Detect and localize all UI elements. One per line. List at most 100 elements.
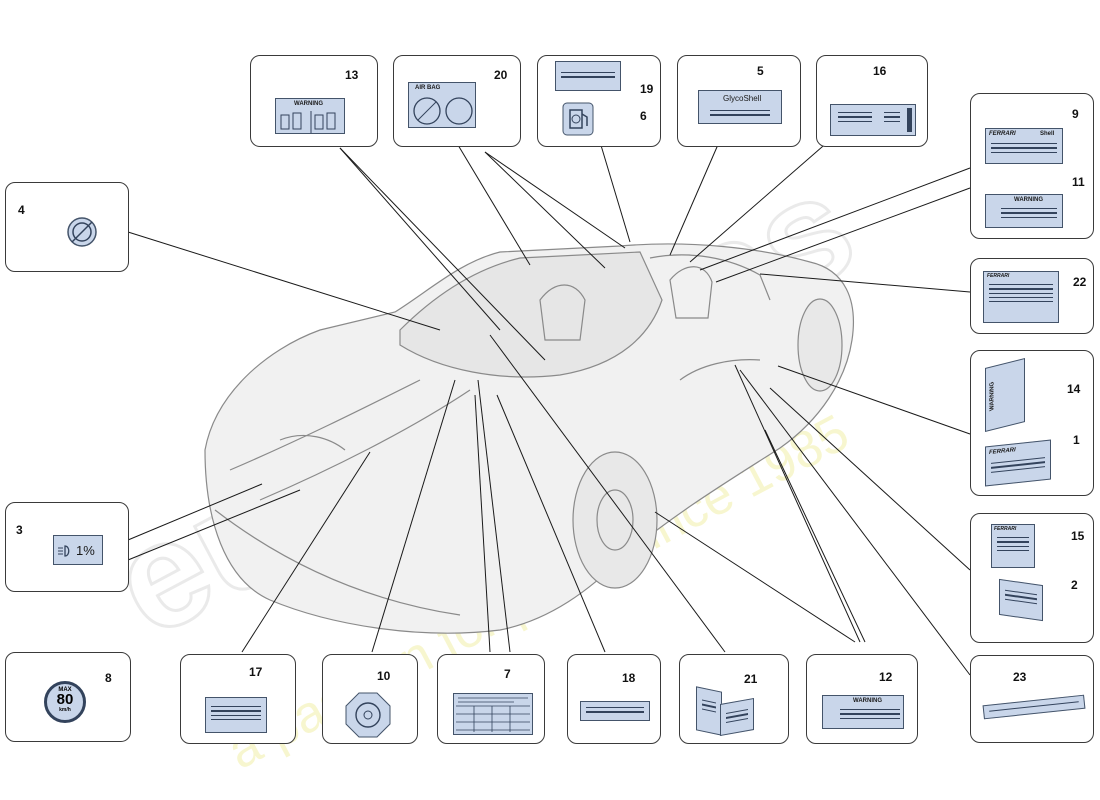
part-box-10[interactable]: 10 bbox=[322, 654, 418, 744]
airbag-text: AIR BAG bbox=[415, 85, 441, 91]
leader-18 bbox=[496, 394, 606, 653]
label-19 bbox=[555, 61, 621, 91]
leader-22 bbox=[759, 273, 971, 293]
callout-16: 16 bbox=[873, 64, 887, 78]
leader-lines bbox=[127, 139, 971, 676]
car-headlight bbox=[279, 434, 346, 451]
shell-text: Shell bbox=[1040, 131, 1055, 137]
part-box-4[interactable]: 4 bbox=[5, 182, 129, 272]
callout-9: 9 bbox=[1072, 107, 1079, 121]
warning-text-11: WARNING bbox=[1014, 197, 1043, 203]
leader-17 bbox=[241, 451, 371, 653]
part-box-20[interactable]: 20 AIR BAG bbox=[393, 55, 521, 147]
part-box-17[interactable]: 17 bbox=[180, 654, 296, 744]
airbag-child-seat-icon bbox=[413, 97, 473, 125]
leader-4 bbox=[127, 231, 441, 331]
car-drawing bbox=[204, 243, 854, 634]
part-box-13[interactable]: 13 WARNING bbox=[250, 55, 378, 147]
ferrari-logo-text-22: FERRARI bbox=[987, 273, 1010, 279]
leader-12c bbox=[734, 364, 861, 643]
leader-1 bbox=[777, 365, 971, 435]
speed-max-text: MAX bbox=[58, 687, 72, 693]
leader-3 bbox=[127, 483, 263, 541]
label-21b bbox=[720, 698, 754, 736]
part-box-9-11[interactable]: 9 11 FERRARI Shell WARNING bbox=[970, 93, 1094, 239]
airbag-label-20: AIR BAG bbox=[408, 82, 476, 128]
fuel-pump-icon bbox=[562, 102, 594, 136]
part-box-16[interactable]: 16 bbox=[816, 55, 928, 147]
leader-7b bbox=[474, 394, 491, 653]
leader-3b bbox=[127, 489, 301, 561]
callout-6: 6 bbox=[640, 109, 647, 123]
speed-value-text: 80 bbox=[56, 691, 74, 708]
leader-5 bbox=[669, 139, 721, 256]
leader-12 bbox=[764, 429, 866, 643]
leader-12b bbox=[654, 511, 856, 643]
label-16 bbox=[830, 104, 916, 136]
car-rear-wheel bbox=[797, 298, 843, 392]
callout-22: 22 bbox=[1073, 275, 1087, 289]
leader-23 bbox=[739, 369, 971, 676]
leader-20c bbox=[484, 151, 626, 249]
ferrari-logo-text-1: FERRARI bbox=[989, 447, 1016, 457]
car-hood-line-2 bbox=[259, 389, 471, 501]
callout-4: 4 bbox=[18, 203, 25, 217]
ferrari-logo-text-9: FERRARI bbox=[989, 131, 1016, 137]
car-front-bumper bbox=[214, 509, 461, 616]
speed-unit-text: km/h bbox=[59, 707, 71, 713]
part-box-21[interactable]: 21 bbox=[679, 654, 789, 744]
car-seat bbox=[539, 284, 586, 341]
car-side-intake bbox=[679, 359, 761, 381]
callout-8: 8 bbox=[105, 671, 112, 685]
part-box-23[interactable]: 23 bbox=[970, 655, 1094, 743]
part-box-14-1[interactable]: 14 1 WARNING FERRARI bbox=[970, 350, 1094, 496]
callout-12: 12 bbox=[879, 670, 893, 684]
car-seat-2 bbox=[669, 266, 713, 319]
part-box-7[interactable]: 7 bbox=[437, 654, 545, 744]
part-box-18[interactable]: 18 bbox=[567, 654, 661, 744]
part-box-19-6[interactable]: 19 6 bbox=[537, 55, 661, 147]
part-box-22[interactable]: 22 FERRARI bbox=[970, 258, 1094, 334]
callout-5: 5 bbox=[757, 64, 764, 78]
part-box-5[interactable]: 5 GlycoShell bbox=[677, 55, 801, 147]
ferrari-label-1: FERRARI bbox=[985, 439, 1051, 487]
label-17 bbox=[205, 697, 267, 733]
callout-19: 19 bbox=[640, 82, 654, 96]
warning-text-13: WARNING bbox=[294, 101, 323, 107]
callout-2: 2 bbox=[1071, 578, 1078, 592]
callout-11: 11 bbox=[1072, 175, 1085, 189]
leader-20 bbox=[454, 139, 531, 266]
callout-10: 10 bbox=[377, 669, 391, 683]
callout-15: 15 bbox=[1071, 529, 1085, 543]
part-box-12[interactable]: 12 WARNING bbox=[806, 654, 918, 744]
callout-1: 1 bbox=[1073, 433, 1080, 447]
car-front-wheel bbox=[572, 451, 658, 589]
leader-13 bbox=[339, 147, 546, 361]
car-front-wheel-hub bbox=[596, 489, 634, 551]
callout-23: 23 bbox=[1013, 670, 1027, 684]
callout-14: 14 bbox=[1067, 382, 1081, 396]
speed-limit-sticker-8: MAX 80 km/h bbox=[44, 681, 86, 723]
headlight-aim-label-3: 1% bbox=[53, 535, 103, 565]
leader-20b bbox=[484, 151, 606, 269]
part-box-3[interactable]: 3 1% bbox=[5, 502, 129, 592]
car-hood-line bbox=[229, 379, 421, 471]
label-2 bbox=[999, 578, 1043, 622]
no-key-sign-icon bbox=[67, 217, 97, 247]
warning-label-11: WARNING bbox=[985, 194, 1063, 228]
ferrari-label-15: FERRARI bbox=[991, 524, 1035, 568]
part-box-15-2[interactable]: 15 2 FERRARI bbox=[970, 513, 1094, 643]
fuel-cap-sticker-icon bbox=[345, 692, 391, 738]
part-box-8[interactable]: 8 MAX 80 km/h bbox=[5, 652, 131, 742]
leader-10 bbox=[371, 379, 456, 653]
callout-20: 20 bbox=[494, 68, 508, 82]
label-21a bbox=[696, 686, 722, 736]
callout-13: 13 bbox=[345, 68, 359, 82]
headlight-icon bbox=[58, 545, 70, 557]
callout-18: 18 bbox=[622, 671, 636, 685]
leader-16 bbox=[689, 139, 831, 263]
tyre-pressure-table-7 bbox=[453, 693, 533, 735]
warning-text-14: WARNING bbox=[989, 380, 996, 412]
leader-9 bbox=[699, 167, 971, 271]
